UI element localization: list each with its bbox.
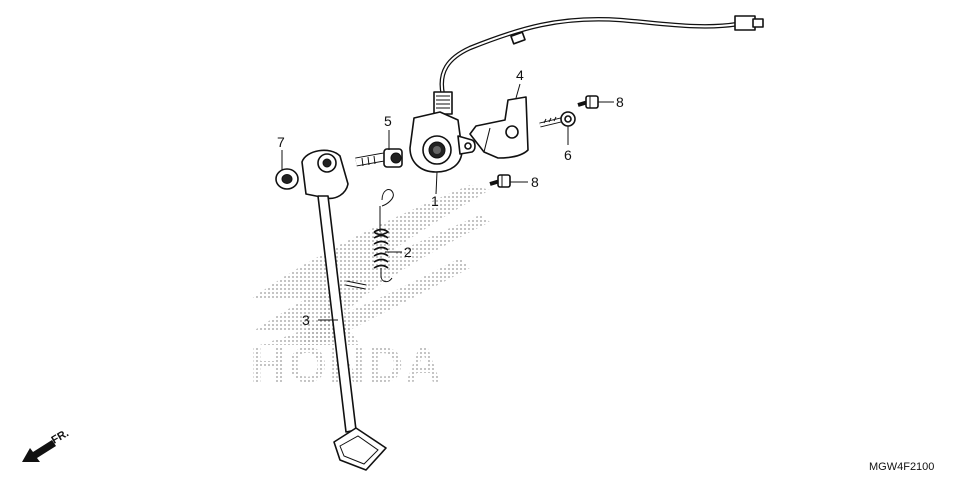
front-direction-arrow-icon xyxy=(22,440,56,462)
callout-6: 6 xyxy=(564,147,572,163)
side-stand-switch xyxy=(409,91,476,173)
stand-spring xyxy=(373,189,394,283)
callout-1: 1 xyxy=(431,193,439,209)
callout-8-upper: 8 xyxy=(616,94,624,110)
flange-bolt-upper xyxy=(577,95,599,109)
callout-4: 4 xyxy=(516,67,524,83)
wire-clip xyxy=(510,31,526,45)
front-label: FR. xyxy=(50,427,71,446)
callout-5: 5 xyxy=(384,113,392,129)
wire-connector xyxy=(734,15,756,31)
washer-bolt xyxy=(539,111,576,128)
pivot-bolt xyxy=(355,148,403,168)
switch-wire xyxy=(439,15,764,98)
side-stand xyxy=(301,149,387,471)
callout-8-lower: 8 xyxy=(531,174,539,190)
switch-bracket xyxy=(469,96,529,159)
callout-7: 7 xyxy=(277,134,285,150)
flange-bolt-lower xyxy=(489,174,511,188)
honda-wing-watermark xyxy=(250,185,490,345)
callout-3: 3 xyxy=(302,312,310,328)
callout-2: 2 xyxy=(404,244,412,260)
nut xyxy=(275,168,299,190)
leader-lines xyxy=(281,83,614,321)
diagram-code: MGW4F2100 xyxy=(869,461,934,473)
